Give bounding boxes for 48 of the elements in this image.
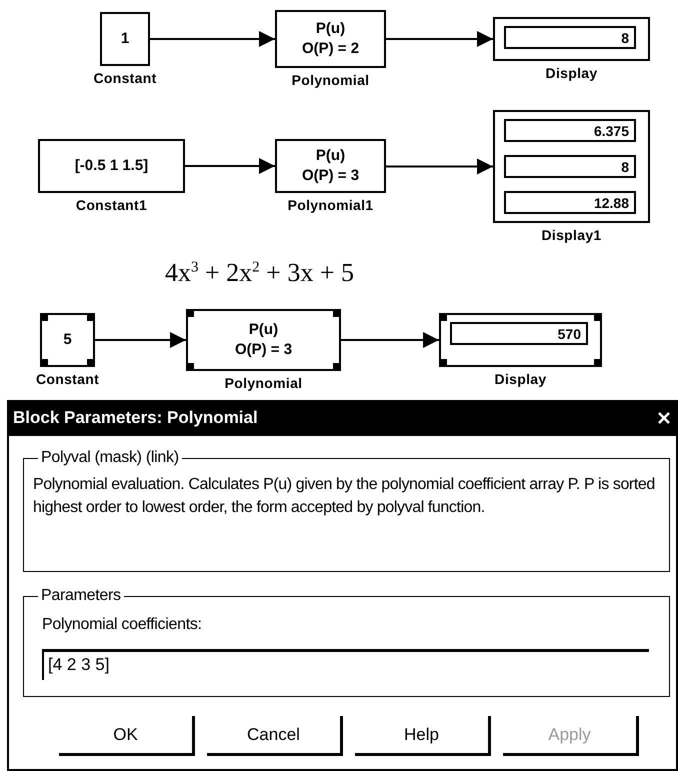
block-name: Polynomial	[292, 72, 370, 88]
block-text: 1	[120, 30, 130, 48]
input-field: [4 2 3 5]	[42, 649, 649, 680]
dialog-button: OK	[59, 716, 195, 756]
display-block	[493, 17, 650, 61]
signal-arrow	[95, 332, 186, 348]
readout-field: 6.375	[504, 119, 636, 142]
readout-field: 570	[450, 322, 588, 345]
readout-field: 8	[504, 26, 636, 49]
block-name: Polynomial	[224, 375, 302, 391]
block-name: Constant	[93, 70, 157, 86]
block-text: 5	[63, 332, 72, 348]
display-block	[493, 110, 650, 223]
dialog-button: Cancel	[207, 716, 343, 756]
readout-field: 8	[504, 155, 636, 178]
dialog-button: Apply	[503, 716, 639, 756]
signal-arrow	[386, 158, 493, 174]
block-text: [-0.5 1 1.5]	[74, 158, 148, 174]
field-label: Polynomial coefficients:	[42, 616, 202, 634]
block-text: P(u)	[316, 148, 346, 164]
block-name: Constant1	[76, 197, 148, 213]
display-block	[439, 313, 602, 367]
group-title: Polyval (mask) (link)	[38, 449, 182, 467]
block-name: Polynomial1	[288, 197, 374, 213]
description-text: Polynomial evaluation. Calculates P(u) given by the polynomial coefficient array P. P is sorted highest order to lowest order, the form accepted by polyval function.	[33, 475, 656, 518]
dialog-title: Block Parameters: Polynomial	[13, 408, 258, 428]
block-name: Display	[494, 371, 546, 387]
block-text: P(u)	[248, 322, 278, 338]
constant-block	[40, 313, 95, 367]
signal-arrow	[341, 332, 439, 348]
block-text: O(P) = 3	[234, 342, 292, 358]
polynomial-block	[275, 10, 386, 68]
readout-field: 12.88	[504, 191, 636, 214]
constant-block	[100, 12, 150, 66]
signal-arrow	[386, 31, 493, 47]
polynomial-block	[186, 309, 341, 371]
block-text: O(P) = 3	[302, 168, 360, 184]
signal-arrow	[150, 31, 275, 47]
block-text: P(u)	[316, 20, 346, 37]
constant-block	[38, 139, 185, 193]
block-text: O(P) = 2	[302, 41, 360, 58]
block-name: Constant	[36, 371, 100, 387]
block-name: Display	[546, 65, 598, 81]
dialog-button: Help	[355, 716, 491, 756]
polynomial-block	[275, 139, 386, 193]
block-name: Display1	[542, 227, 602, 243]
polynomial-formula: 4x$^{3}$ + 2x$^{2}$ + 3x + 5	[165, 258, 354, 288]
signal-arrow	[185, 158, 275, 174]
